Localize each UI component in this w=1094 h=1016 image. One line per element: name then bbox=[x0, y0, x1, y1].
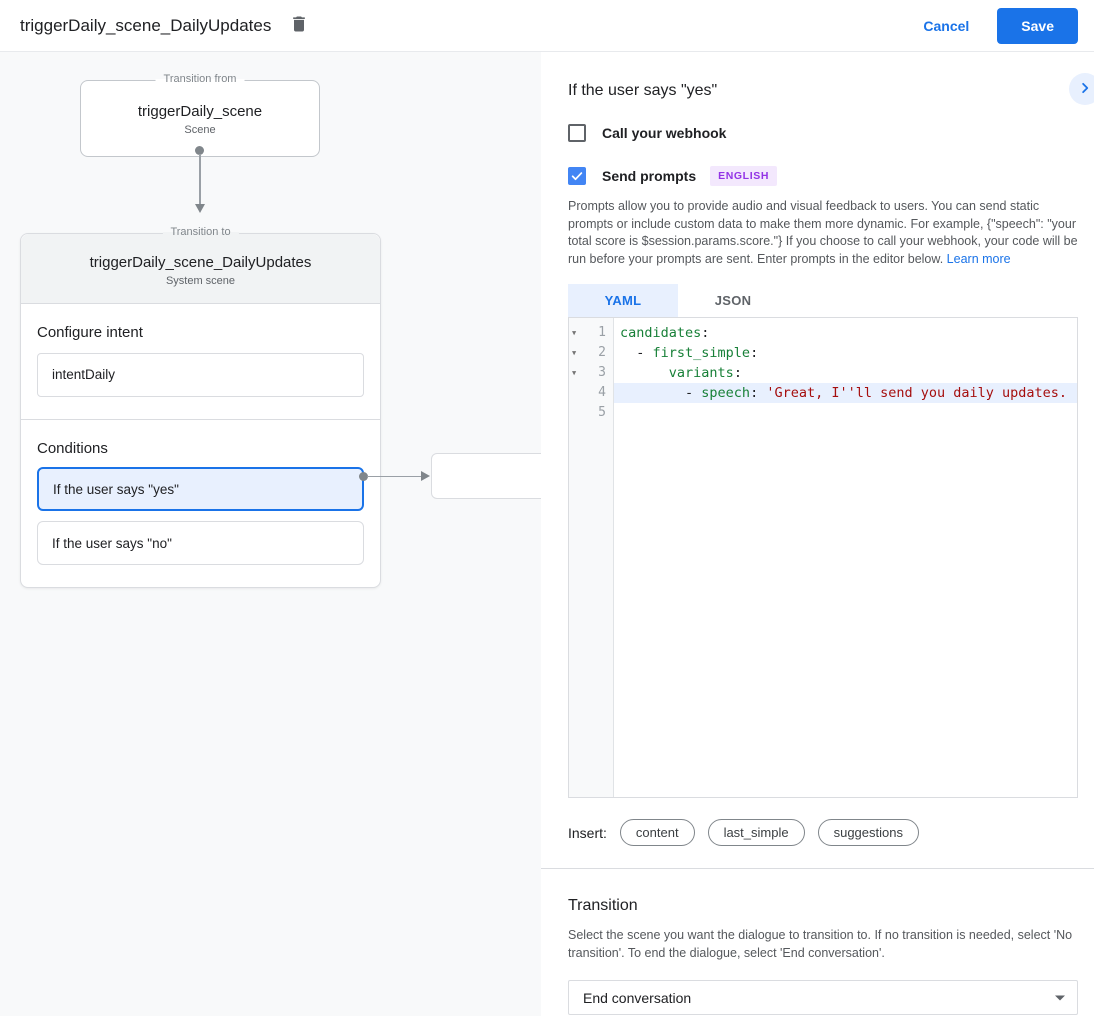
from-scene-name: triggerDaily_scene bbox=[137, 103, 263, 120]
insert-suggestions-chip[interactable]: suggestions bbox=[817, 819, 919, 846]
gutter-line: 5 bbox=[598, 405, 606, 420]
call-webhook-label: Call your webhook bbox=[602, 125, 727, 141]
checkbox-checked-icon[interactable] bbox=[568, 167, 586, 185]
page-title: triggerDaily_scene_DailyUpdates bbox=[20, 15, 272, 35]
conditions-heading: Conditions bbox=[37, 440, 108, 457]
arrowhead-down-icon bbox=[195, 204, 205, 213]
delete-scene-button[interactable] bbox=[287, 14, 311, 38]
insert-last-simple-chip[interactable]: last_simple bbox=[707, 819, 805, 846]
edge-start-dot bbox=[195, 146, 204, 155]
editor-code-area[interactable]: candidates: - first_simple: variants: - … bbox=[614, 318, 1077, 797]
gutter-line: ▼3 bbox=[569, 363, 613, 383]
insert-content-chip[interactable]: content bbox=[619, 819, 695, 846]
condition-item-no[interactable]: If the user says "no" bbox=[37, 521, 364, 565]
code-editor[interactable]: ▼1▼2▼3 4 5 candidates: - first_simple: var… bbox=[568, 317, 1078, 798]
to-card-header[interactable]: Transition to triggerDaily_scene_DailyUp… bbox=[21, 226, 380, 304]
card-divider bbox=[21, 419, 380, 420]
condition-edge-line bbox=[367, 475, 421, 477]
arrowhead-right-icon bbox=[421, 471, 430, 481]
transition-select[interactable]: End conversation bbox=[568, 980, 1078, 1015]
code-line[interactable]: variants: bbox=[668, 365, 742, 381]
transition-from-label: Transition from bbox=[155, 73, 245, 85]
app-header: triggerDaily_scene_DailyUpdates Cancel S… bbox=[0, 0, 1094, 52]
transition-select-value: End conversation bbox=[583, 989, 692, 1006]
fold-arrow-icon[interactable]: ▼ bbox=[572, 329, 577, 337]
collapse-panel-button[interactable] bbox=[1069, 73, 1094, 105]
panel-divider bbox=[541, 868, 1094, 869]
code-line[interactable]: - speech: 'Great, I''ll send you daily u… bbox=[614, 383, 1077, 403]
cancel-button[interactable]: Cancel bbox=[923, 18, 970, 34]
condition-edge-dot bbox=[359, 472, 368, 481]
tab-json[interactable]: JSON bbox=[714, 293, 752, 308]
gutter-line: ▼1 bbox=[569, 323, 613, 343]
scene-flow-canvas: Transition from triggerDaily_scene Scene… bbox=[0, 52, 541, 1016]
prompts-description: Prompts allow you to provide audio and v… bbox=[568, 198, 1078, 268]
fold-arrow-icon[interactable]: ▼ bbox=[572, 349, 577, 357]
learn-more-link[interactable]: Learn more bbox=[946, 251, 1011, 266]
transition-heading: Transition bbox=[568, 897, 638, 914]
editor-gutter: ▼1▼2▼3 4 5 bbox=[569, 318, 614, 797]
configure-intent-heading: Configure intent bbox=[37, 324, 143, 341]
insert-label: Insert: bbox=[568, 824, 607, 841]
condition-item-yes[interactable]: If the user says "yes" bbox=[37, 467, 364, 511]
chevron-right-icon bbox=[1076, 79, 1094, 100]
from-scene-type: Scene bbox=[184, 124, 216, 136]
transition-description: Select the scene you want the dialogue t… bbox=[568, 928, 1073, 960]
gutter-line: 4 bbox=[598, 385, 606, 400]
to-scene-type: System scene bbox=[165, 275, 236, 287]
edge-vertical-line bbox=[199, 154, 201, 204]
transition-to-label: Transition to bbox=[162, 226, 239, 238]
transition-from-node[interactable]: Transition from triggerDaily_scene Scene bbox=[80, 73, 320, 157]
code-line[interactable] bbox=[614, 403, 1077, 423]
language-badge: ENGLISH bbox=[710, 166, 777, 186]
transition-target-node[interactable] bbox=[431, 453, 541, 499]
panel-title: If the user says "yes" bbox=[568, 82, 718, 99]
to-scene-name: triggerDaily_scene_DailyUpdates bbox=[89, 254, 312, 271]
code-line[interactable]: - first_simple: bbox=[620, 345, 759, 361]
code-line[interactable]: candidates: bbox=[620, 325, 710, 341]
call-webhook-checkbox[interactable]: Call your webhook bbox=[568, 124, 1078, 142]
send-prompts-label: Send prompts bbox=[602, 168, 697, 184]
insert-toolbar: Insert: content last_simple suggestions bbox=[568, 819, 1078, 846]
editor-format-tabs: YAML JSON bbox=[568, 284, 1078, 317]
transition-to-card: Transition to triggerDaily_scene_DailyUp… bbox=[20, 226, 381, 588]
tab-yaml[interactable]: YAML bbox=[568, 284, 678, 317]
trash-icon bbox=[289, 14, 309, 37]
checkbox-unchecked-icon[interactable] bbox=[568, 124, 586, 142]
gutter-line: ▼2 bbox=[569, 343, 613, 363]
prompts-description-text: Prompts allow you to provide audio and v… bbox=[568, 199, 1078, 266]
fold-arrow-icon[interactable]: ▼ bbox=[572, 369, 577, 377]
dropdown-caret-icon bbox=[1055, 995, 1065, 1000]
save-button[interactable]: Save bbox=[997, 8, 1078, 44]
intent-item[interactable]: intentDaily bbox=[37, 353, 364, 397]
send-prompts-checkbox[interactable]: Send prompts ENGLISH bbox=[568, 166, 1078, 186]
condition-detail-panel: If the user says "yes" Call your webhook… bbox=[541, 52, 1094, 1016]
